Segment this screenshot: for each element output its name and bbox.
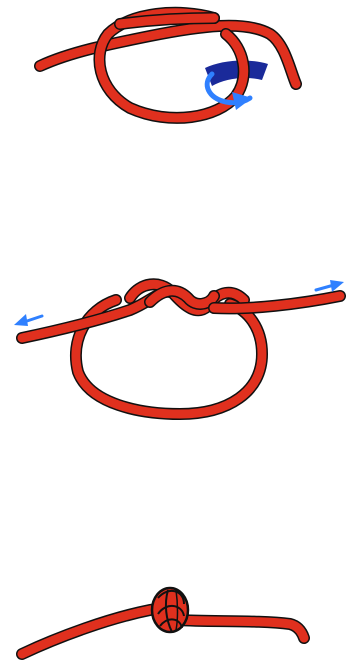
- rope-step-2: [22, 284, 340, 414]
- knot-compact: [152, 588, 188, 632]
- step-2: [14, 280, 344, 414]
- pull-left-arrow: [14, 314, 42, 326]
- step-1: [40, 13, 296, 118]
- step-3: [22, 588, 304, 654]
